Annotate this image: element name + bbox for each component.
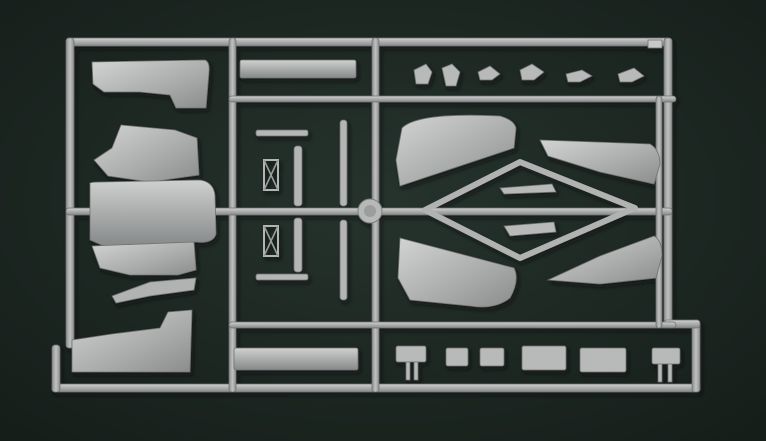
tailplane-part — [499, 183, 557, 195]
wing-upper-left — [395, 114, 517, 187]
wing-lower-left — [397, 237, 517, 308]
sprue-frame — [51, 37, 701, 393]
fuselage-lower — [91, 241, 197, 276]
fuselage-half-main — [89, 179, 217, 247]
tail-section — [71, 309, 193, 373]
strut-parts — [255, 119, 348, 301]
rudder-part — [503, 221, 557, 237]
fuselage-keel — [111, 277, 197, 304]
panel-part-top — [239, 59, 357, 79]
diamond-runner — [422, 159, 638, 261]
small-parts-row-bottom — [395, 345, 681, 383]
wing-upper-right — [539, 139, 661, 185]
small-parts-row-top — [413, 63, 645, 87]
wing-lower-right — [546, 235, 663, 285]
fuselage-part-upper — [91, 59, 210, 109]
panel-part-bottom — [233, 347, 359, 371]
